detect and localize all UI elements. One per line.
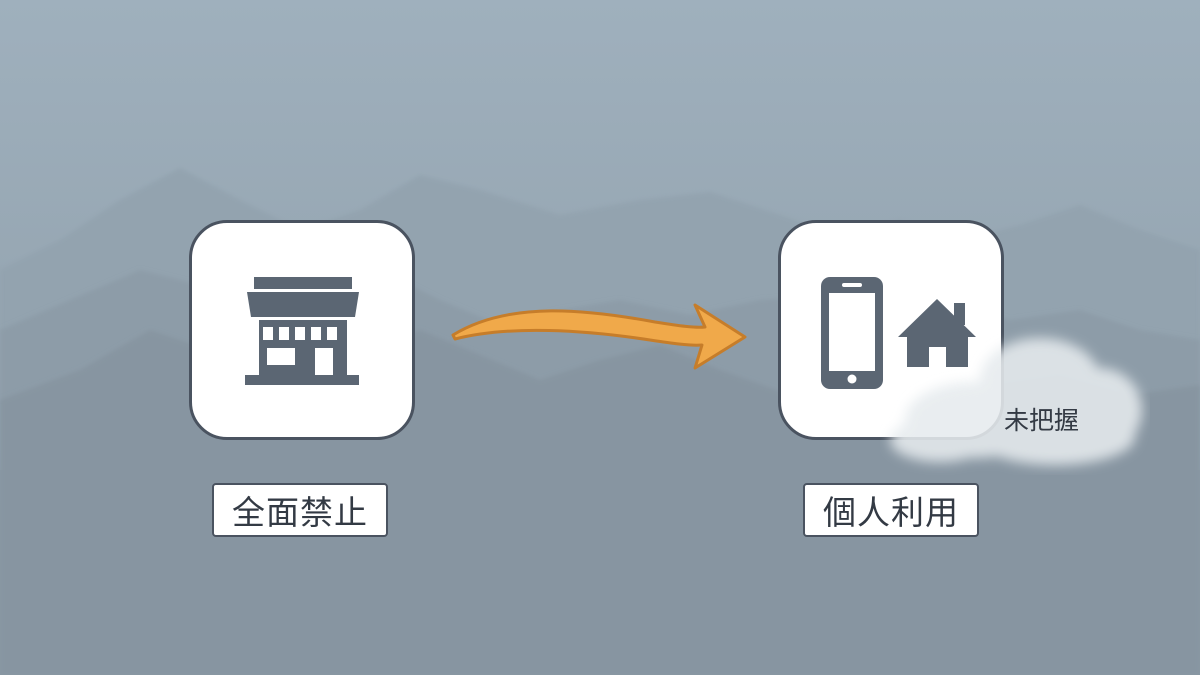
house-icon: [898, 299, 976, 367]
full-ban-label: 全面禁止: [212, 483, 388, 537]
store-icon: [245, 277, 359, 385]
restriction-card: [189, 220, 415, 440]
personal-use-label: 個人利用: [803, 483, 979, 537]
arrow-icon: [451, 303, 747, 370]
unknown-label: 未把握: [1004, 406, 1080, 435]
cloud-icon: [890, 338, 1142, 465]
smartphone-icon: [821, 277, 883, 389]
